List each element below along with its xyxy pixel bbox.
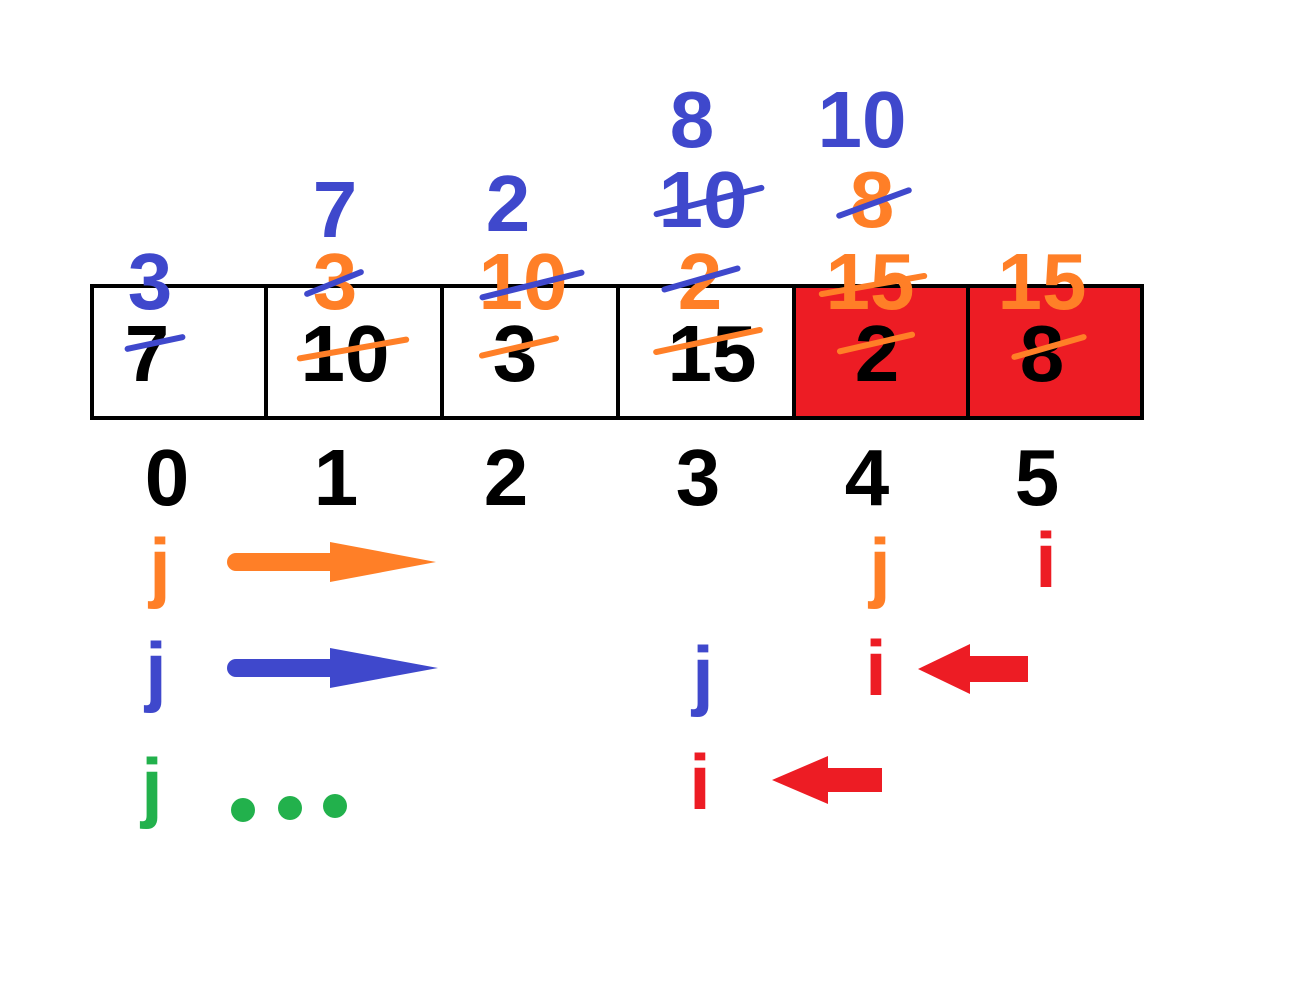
array-cell-0: [90, 284, 268, 420]
ellipsis-dots: [231, 794, 347, 822]
cell-value-3: 15: [667, 309, 757, 398]
pointer-j-row3: j: [141, 742, 163, 830]
blue-value-1: 7: [312, 165, 358, 254]
pointer-j-row1-end: j: [869, 522, 891, 610]
pointer-j-row2-end: j: [692, 630, 714, 718]
array-cell-5: [966, 284, 1144, 420]
index-label-1: 1: [313, 433, 359, 522]
pointer-i-row3: i: [689, 738, 711, 826]
blue-value-0: 3: [127, 237, 173, 326]
orange-value-5: 15: [997, 237, 1087, 326]
top-blue-value-4: 10: [817, 75, 907, 164]
array-cell-4: [792, 284, 970, 420]
array-cell-1: [264, 284, 444, 420]
pointer-j-row1-start: j: [149, 522, 171, 610]
pointer-i-row1: i: [1035, 516, 1057, 604]
index-label-4: 4: [844, 433, 890, 522]
index-label-3: 3: [675, 433, 721, 522]
orange-arrow-right: [227, 542, 436, 582]
pointer-i-row2: i: [865, 624, 887, 712]
cell-value-4: 2: [854, 309, 900, 398]
index-label-2: 2: [483, 433, 529, 522]
pointer-j-row2-start: j: [145, 626, 167, 714]
blue-arrow-right: [227, 648, 438, 688]
red-arrow-left-row3: [772, 756, 882, 804]
index-label-5: 5: [1014, 433, 1060, 522]
red-arrow-left-row2: [918, 644, 1028, 694]
index-label-0: 0: [144, 433, 190, 522]
top-blue-value-3: 8: [669, 75, 715, 164]
cell-value-0: 7: [124, 309, 170, 398]
array-cell-2: [440, 284, 620, 420]
blue-value-2: 2: [485, 159, 531, 248]
